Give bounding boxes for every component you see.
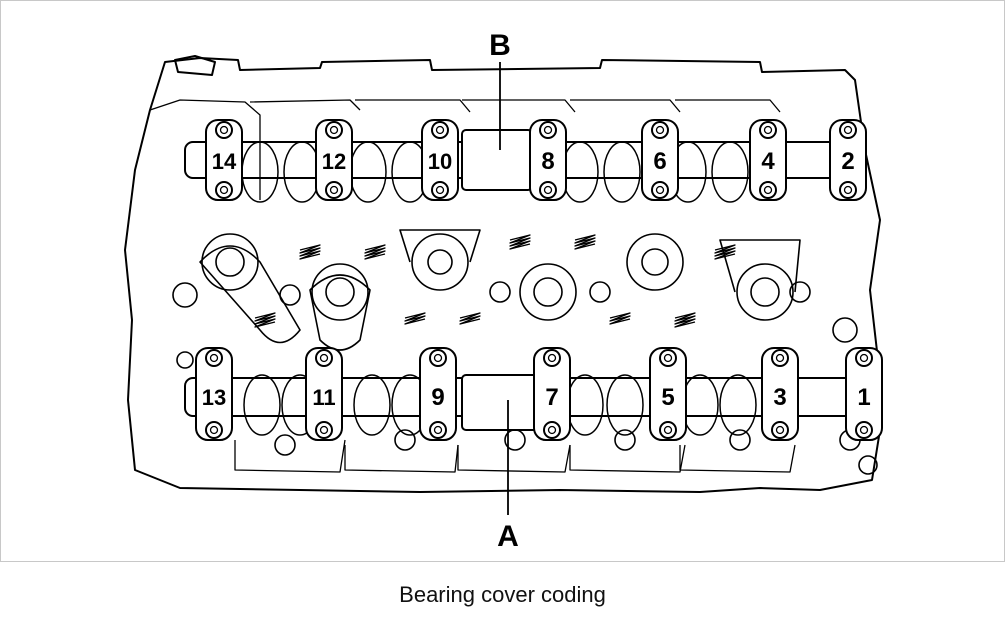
bearing-cap-bolt xyxy=(839,181,857,199)
callout-a-label: A xyxy=(497,520,519,553)
bearing-cap-number: 2 xyxy=(841,148,854,175)
bearing-cap-bolt xyxy=(205,421,223,439)
bearing-cap-bolt xyxy=(759,181,777,199)
bearing-cap-2: 2 xyxy=(829,119,867,201)
figure-caption: Bearing cover coding xyxy=(399,582,606,607)
bearing-cap-7: 7 xyxy=(533,347,571,441)
bearing-cap-9: 9 xyxy=(419,347,457,441)
bearing-caps-bottom: 13 11 9 7 5 3 1 xyxy=(195,347,883,441)
bearing-cap-bolt xyxy=(771,421,789,439)
bearing-cap-number: 10 xyxy=(428,149,452,174)
bearing-caps-top: 14 12 10 8 6 4 2 xyxy=(205,119,867,201)
bearing-cap-1: 1 xyxy=(845,347,883,441)
bearing-cap-bolt xyxy=(315,421,333,439)
figure-frame xyxy=(0,0,1005,562)
bearing-cap-bolt xyxy=(429,421,447,439)
callout-b-label: B xyxy=(489,29,511,62)
bearing-cap-bolt xyxy=(539,181,557,199)
bearing-cap-number: 7 xyxy=(545,384,558,411)
bearing-cap-bolt xyxy=(325,181,343,199)
bearing-cap-bolt xyxy=(215,181,233,199)
bearing-cap-number: 5 xyxy=(661,384,674,411)
cylinder-head-outline xyxy=(124,57,881,493)
bearing-cap-10: 10 xyxy=(421,119,459,201)
bearing-cap-bolt xyxy=(543,349,561,367)
bearing-cap-number: 3 xyxy=(773,384,786,411)
bearing-cap-bolt xyxy=(839,121,857,139)
bearing-cap-5: 5 xyxy=(649,347,687,441)
bearing-cap-12: 12 xyxy=(315,119,353,201)
bearing-cap-13: 13 xyxy=(195,347,233,441)
bearing-cap-number: 14 xyxy=(212,149,237,174)
bearing-cap-number: 4 xyxy=(761,148,775,175)
bearing-cap-bolt xyxy=(759,121,777,139)
bearing-cap-14: 14 xyxy=(205,119,243,201)
bearing-cap-bolt xyxy=(431,121,449,139)
bearing-cap-bolt xyxy=(325,121,343,139)
bearing-cap-bolt xyxy=(215,121,233,139)
bearing-cap-6: 6 xyxy=(641,119,679,201)
bearing-cap-bolt xyxy=(855,421,873,439)
bearing-cap-bolt xyxy=(539,121,557,139)
bearing-cap-8: 8 xyxy=(529,119,567,201)
bearing-cap-number: 13 xyxy=(202,385,226,410)
bearing-cap-number: 11 xyxy=(312,385,335,410)
bearing-cap-number: 12 xyxy=(322,149,346,174)
bearing-cap-bolt xyxy=(429,349,447,367)
bearing-cap-bolt xyxy=(543,421,561,439)
bearing-cap-number: 1 xyxy=(857,384,870,411)
bearing-cap-number: 9 xyxy=(431,384,444,411)
bearing-cap-bolt xyxy=(205,349,223,367)
bearing-cap-number: 6 xyxy=(653,148,666,175)
bearing-cap-bolt xyxy=(771,349,789,367)
bearing-cap-bolt xyxy=(659,421,677,439)
cylinder-head-diagram: 14 12 10 8 6 4 2 13 11 9 7 5 3 1 B A xyxy=(124,29,883,553)
bearing-cap-bolt xyxy=(659,349,677,367)
bearing-cap-bolt xyxy=(855,349,873,367)
bearing-cap-bolt xyxy=(651,121,669,139)
bearing-cap-bolt xyxy=(651,181,669,199)
bearing-cap-3: 3 xyxy=(761,347,799,441)
bearing-cap-4: 4 xyxy=(749,119,787,201)
bearing-cap-bolt xyxy=(431,181,449,199)
bearing-cap-11: 11 xyxy=(305,347,343,441)
bearing-cap-number: 8 xyxy=(541,148,554,175)
bearing-cap-bolt xyxy=(315,349,333,367)
